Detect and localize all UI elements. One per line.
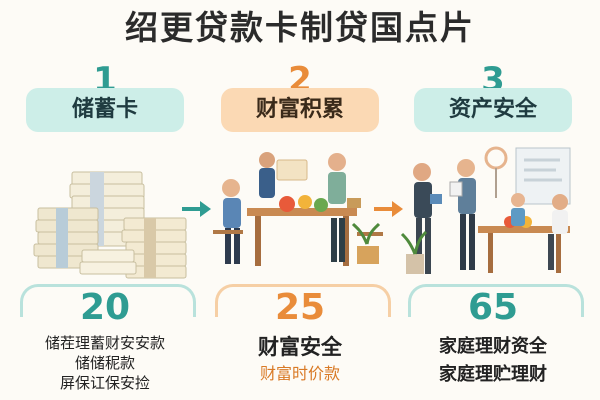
bracket-divider [408,284,584,317]
step-label: 储蓄卡 [26,88,184,132]
step-label: 财富积累 [221,88,379,132]
description-line: 财富时价款 [259,364,340,383]
page-title: 绍更贷款卡制贷国点片 [125,8,475,47]
description-lines: 储茬理蓄财安安款 储储秜款 屏保讧保安捡 [12,333,198,393]
money-stacks-illustration [33,171,187,279]
step-savings-card: 1 储蓄卡 [12,60,198,396]
description-line: 家庭理财资全 [439,336,547,357]
step-asset-security: 3 资产安全 65 [400,60,586,396]
big-number: 20 [12,286,198,330]
people-at-table-illustration [213,152,383,266]
step-label: 资产安全 [414,88,572,132]
bracket-divider [215,284,391,317]
description-line: 屏保讧保安捡 [59,374,150,392]
bracket-divider [20,284,196,317]
description-lines: 财富安全 财富时价款 [207,333,393,387]
arrow-right-icon [182,201,211,217]
big-number: 65 [400,286,586,330]
description-line: 家庭理贮理财 [439,364,547,385]
description-line: 储储秜款 [74,354,135,372]
description-lines: 家庭理财资全 家庭理贮理财 [400,333,586,389]
big-number: 25 [207,286,393,330]
arrow-right-icon [374,201,403,217]
family-meeting-illustration [400,146,571,274]
description-line: 储茬理蓄财安安款 [44,334,165,352]
description-line: 财富安全 [258,335,342,359]
step-wealth-accumulation: 2 财富积累 25 财富安全 财富时价款 [207,60,393,396]
